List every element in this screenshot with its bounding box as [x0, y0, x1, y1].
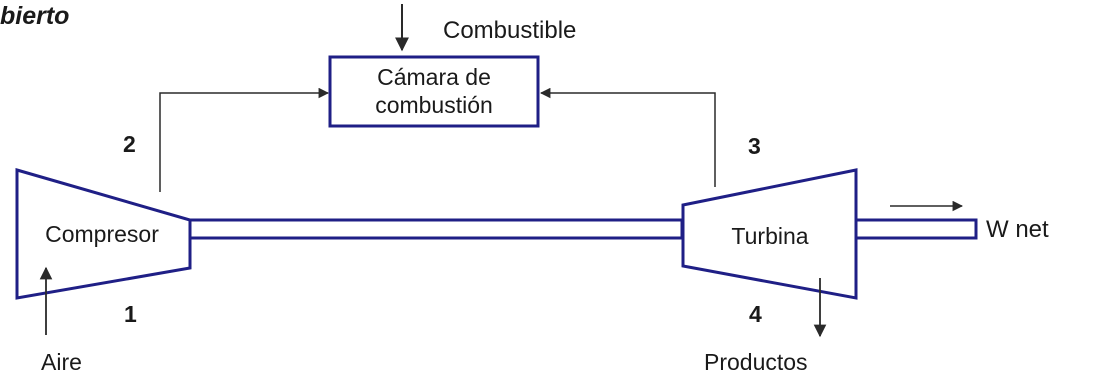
chamber-label-line1: Cámara de: [377, 64, 491, 90]
state-2-label: 2: [123, 131, 136, 157]
fuel-label: Combustible: [443, 17, 576, 44]
combustion-chamber: [328, 55, 540, 128]
title-text: bierto: [0, 2, 69, 30]
output-shaft: [854, 218, 978, 240]
turbine: [681, 168, 858, 300]
products-label: Productos: [704, 349, 808, 375]
air-label: Aire: [41, 349, 82, 375]
compressor-label: Compresor: [45, 221, 159, 247]
flow-line-3: [539, 87, 716, 187]
compressor: [15, 168, 192, 300]
state-3-label: 3: [748, 133, 761, 159]
flow-line-2: [159, 87, 330, 192]
shaft: [188, 218, 684, 240]
state-1-label: 1: [124, 301, 137, 327]
chamber-label-line2: combustión: [375, 92, 493, 118]
turbine-label: Turbina: [731, 223, 808, 249]
work-label: W net: [986, 216, 1049, 243]
state-4-label: 4: [749, 301, 762, 327]
